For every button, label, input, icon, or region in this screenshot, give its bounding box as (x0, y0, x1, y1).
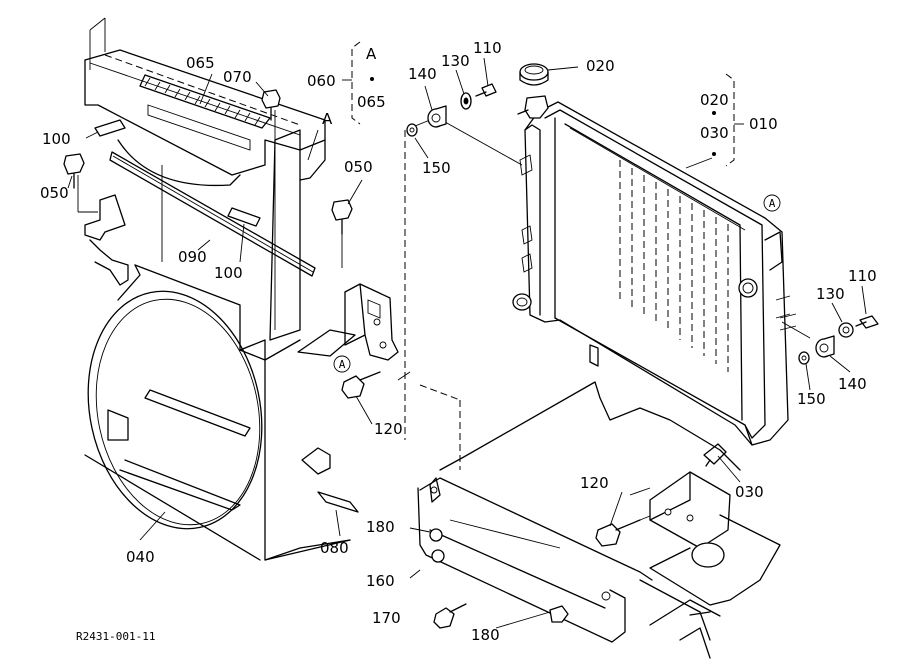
bolt-120-mid-icon (341, 371, 381, 399)
support-brackets (417, 381, 781, 659)
callout-plate-a: A (322, 110, 333, 128)
callout-group-a: A (366, 45, 377, 63)
callout-150-top: 150 (422, 159, 451, 177)
callout-120-mid: 120 (374, 420, 403, 438)
group-bracket-010 (712, 73, 744, 167)
callout-030-drain: 030 (735, 483, 764, 501)
callout-180-bottom: 180 (471, 626, 500, 644)
callout-060: 060 (307, 72, 336, 90)
callout-180-top: 180 (366, 518, 395, 536)
center-mounting-bracket (297, 283, 399, 361)
callout-080: 080 (320, 539, 349, 557)
right-mount-hardware (779, 313, 879, 365)
callout-030-group: 030 (700, 124, 729, 142)
leader-lines (67, 57, 867, 629)
callout-065-top: 065 (186, 54, 215, 72)
callout-050-left: 050 (40, 184, 69, 202)
fan-shroud (77, 17, 359, 561)
radiator (444, 95, 811, 446)
callout-150-right: 150 (797, 390, 826, 408)
callout-020-cap: 020 (586, 57, 615, 75)
callout-120-low: 120 (580, 474, 609, 492)
callout-160: 160 (366, 572, 395, 590)
top-mount-hardware (406, 83, 497, 137)
circled-a-radiator-label: A (769, 197, 776, 210)
callout-130-right: 130 (816, 285, 845, 303)
callout-050-mid: 050 (344, 158, 373, 176)
callout-140-right: 140 (838, 375, 867, 393)
callout-090: 090 (178, 248, 207, 266)
callout-130-top: 130 (441, 52, 470, 70)
callout-100-mid: 100 (214, 264, 243, 282)
callout-040: 040 (126, 548, 155, 566)
callout-020-group: 020 (700, 91, 729, 109)
callout-labels: 065 070 060 A 065 A 100 050 050 090 100 … (40, 39, 877, 644)
callout-110-right: 110 (848, 267, 877, 285)
drain-cock-icon (703, 443, 727, 467)
grille-slots (144, 77, 261, 126)
drawing-code: R2431-001-11 (76, 630, 155, 643)
circled-a-bracket-label: A (339, 358, 346, 371)
callout-110-top: 110 (473, 39, 502, 57)
callout-140-top: 140 (408, 65, 437, 83)
radiator-cap-icon (519, 63, 579, 86)
callout-170: 170 (372, 609, 401, 627)
radiator-core-fins (619, 160, 729, 372)
bolt-050-left-icon (63, 153, 85, 189)
group-bracket-060 (342, 41, 374, 125)
circled-a-bracket-marker: A (333, 355, 351, 373)
circled-a-radiator-marker: A (763, 194, 781, 212)
callout-010: 010 (749, 115, 778, 133)
callout-065-group: 065 (357, 93, 386, 111)
bolt-050-mid-icon (331, 199, 353, 268)
callout-070: 070 (223, 68, 252, 86)
callout-100-left: 100 (42, 130, 71, 148)
